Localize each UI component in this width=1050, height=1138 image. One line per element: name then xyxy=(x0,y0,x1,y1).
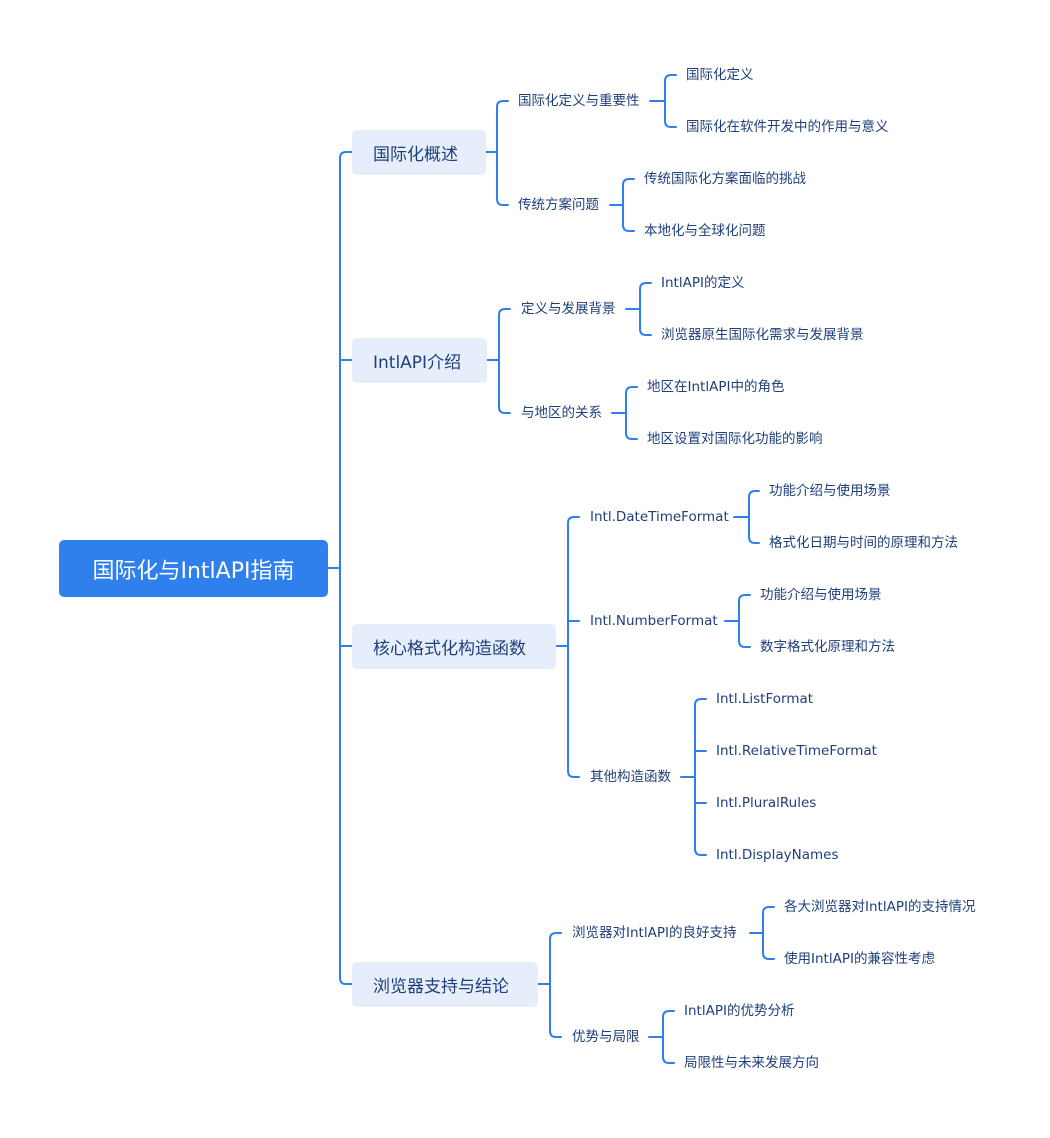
topic-intlapi-intro[interactable]: IntlAPI介绍 xyxy=(352,338,487,383)
root-node[interactable]: 国际化与IntlAPI指南 xyxy=(59,540,328,597)
leaf-node[interactable]: Intl.RelativeTimeFormat xyxy=(716,743,877,759)
subtopic-locale-relation[interactable]: 与地区的关系 xyxy=(521,405,602,421)
leaf-node[interactable]: Intl.DisplayNames xyxy=(716,847,839,863)
subtopic-datetimeformat[interactable]: Intl.DateTimeFormat xyxy=(590,509,729,525)
topic-internationalization-overview[interactable]: 国际化概述 xyxy=(352,130,486,175)
subtopic-definition-importance[interactable]: 国际化定义与重要性 xyxy=(518,93,640,109)
subtopic-traditional-issues[interactable]: 传统方案问题 xyxy=(518,197,599,213)
subtopic-pros-cons[interactable]: 优势与局限 xyxy=(572,1029,640,1045)
subtopic-browser-good-support[interactable]: 浏览器对IntlAPI的良好支持 xyxy=(572,925,737,941)
leaf-node[interactable]: 国际化在软件开发中的作用与意义 xyxy=(686,119,889,135)
leaf-node[interactable]: 功能介绍与使用场景 xyxy=(760,587,882,603)
subtopic-other-constructors[interactable]: 其他构造函数 xyxy=(590,769,671,785)
leaf-node[interactable]: 各大浏览器对IntlAPI的支持情况 xyxy=(784,899,976,915)
leaf-node[interactable]: IntlAPI的优势分析 xyxy=(684,1003,795,1019)
leaf-node[interactable]: 本地化与全球化问题 xyxy=(644,223,766,239)
leaf-node[interactable]: IntlAPI的定义 xyxy=(661,275,745,291)
leaf-node[interactable]: 使用IntlAPI的兼容性考虑 xyxy=(784,951,935,967)
leaf-node[interactable]: Intl.PluralRules xyxy=(716,795,817,811)
subtopic-numberformat[interactable]: Intl.NumberFormat xyxy=(590,613,718,629)
leaf-node[interactable]: 传统国际化方案面临的挑战 xyxy=(644,171,806,187)
leaf-node[interactable]: 局限性与未来发展方向 xyxy=(684,1055,819,1071)
leaf-node[interactable]: 国际化定义 xyxy=(686,67,754,83)
leaf-node[interactable]: 功能介绍与使用场景 xyxy=(769,483,891,499)
topic-browser-support[interactable]: 浏览器支持与结论 xyxy=(352,962,538,1007)
subtopic-definition-background[interactable]: 定义与发展背景 xyxy=(521,301,616,317)
leaf-node[interactable]: Intl.ListFormat xyxy=(716,691,814,707)
topic-core-constructors[interactable]: 核心格式化构造函数 xyxy=(352,624,556,669)
leaf-node[interactable]: 数字格式化原理和方法 xyxy=(760,639,895,655)
leaf-node[interactable]: 地区在IntlAPI中的角色 xyxy=(647,379,785,395)
leaf-node[interactable]: 地区设置对国际化功能的影响 xyxy=(647,431,823,447)
leaf-node[interactable]: 格式化日期与时间的原理和方法 xyxy=(769,535,958,551)
leaf-node[interactable]: 浏览器原生国际化需求与发展背景 xyxy=(661,327,864,343)
